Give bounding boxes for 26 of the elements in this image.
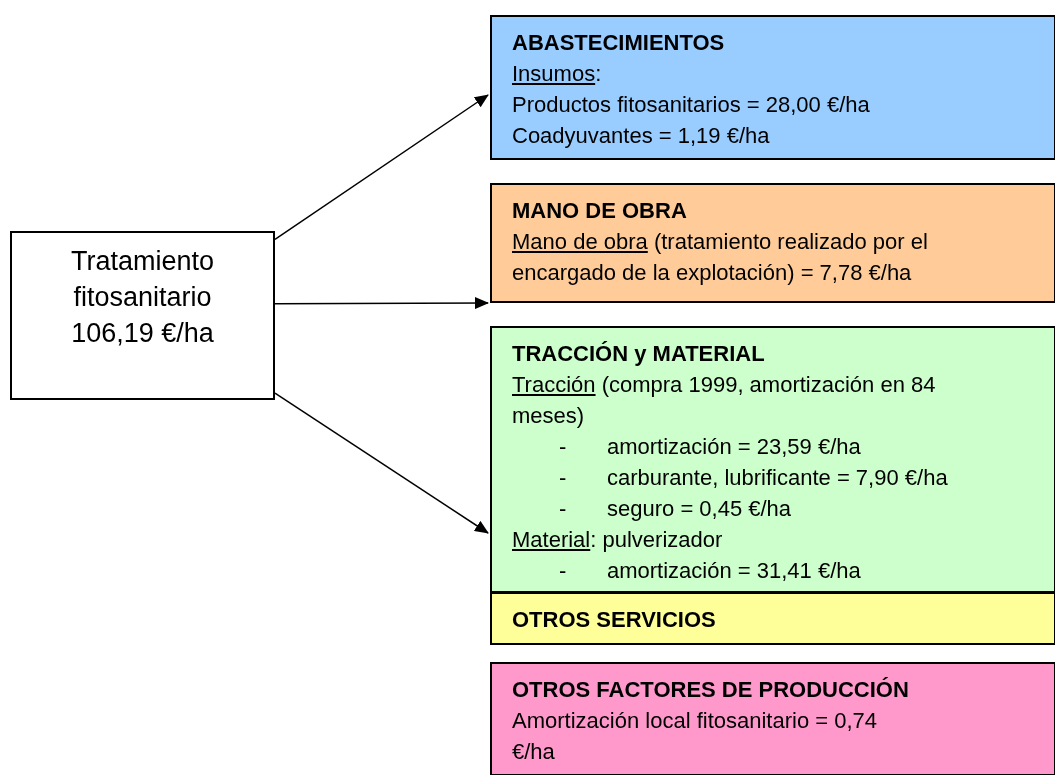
body-text: Productos fitosanitarios = 28,00 €/ha <box>512 91 871 119</box>
box-heading: ABASTECIMIENTOS <box>512 29 726 57</box>
body-text: Coadyuvantes = 1,19 €/ha <box>512 122 771 150</box>
body-text: Mano de obra (tratamiento realizado por el encargado de la explotación) = 7,78 €/ha <box>512 228 929 287</box>
box-heading: TRACCIÓN y MATERIAL <box>512 340 766 368</box>
list-item: - amortización = 31,41 €/ha <box>558 557 862 585</box>
category-box <box>490 662 1055 775</box>
arrow <box>274 297 489 310</box>
category-box <box>490 326 1055 593</box>
body-text: Material: pulverizador <box>512 526 724 554</box>
list-item: - amortización = 23,59 €/ha <box>558 433 862 461</box>
box-heading: OTROS FACTORES DE PRODUCCIÓN <box>512 676 910 704</box>
box-heading: OTROS SERVICIOS <box>512 606 717 634</box>
body-text: Insumos: <box>512 60 603 88</box>
box-label: Tratamiento fitosanitario 106,19 €/ha <box>69 245 216 350</box>
list-item: - carburante, lubrificante = 7,90 €/ha <box>558 464 949 492</box>
arrow <box>274 392 489 534</box>
body-text: Amortización local fitosanitario = 0,74 €/ha <box>512 707 879 766</box>
arrow <box>274 94 489 241</box>
process-box <box>10 231 275 400</box>
body-text: Tracción (compra 1999, amortización en 84 meses) <box>512 371 937 430</box>
box-heading: MANO DE OBRA <box>512 197 688 225</box>
category-box <box>490 592 1055 645</box>
list-item: - seguro = 0,45 €/ha <box>558 495 793 523</box>
category-box <box>490 15 1055 160</box>
category-box <box>490 183 1055 303</box>
